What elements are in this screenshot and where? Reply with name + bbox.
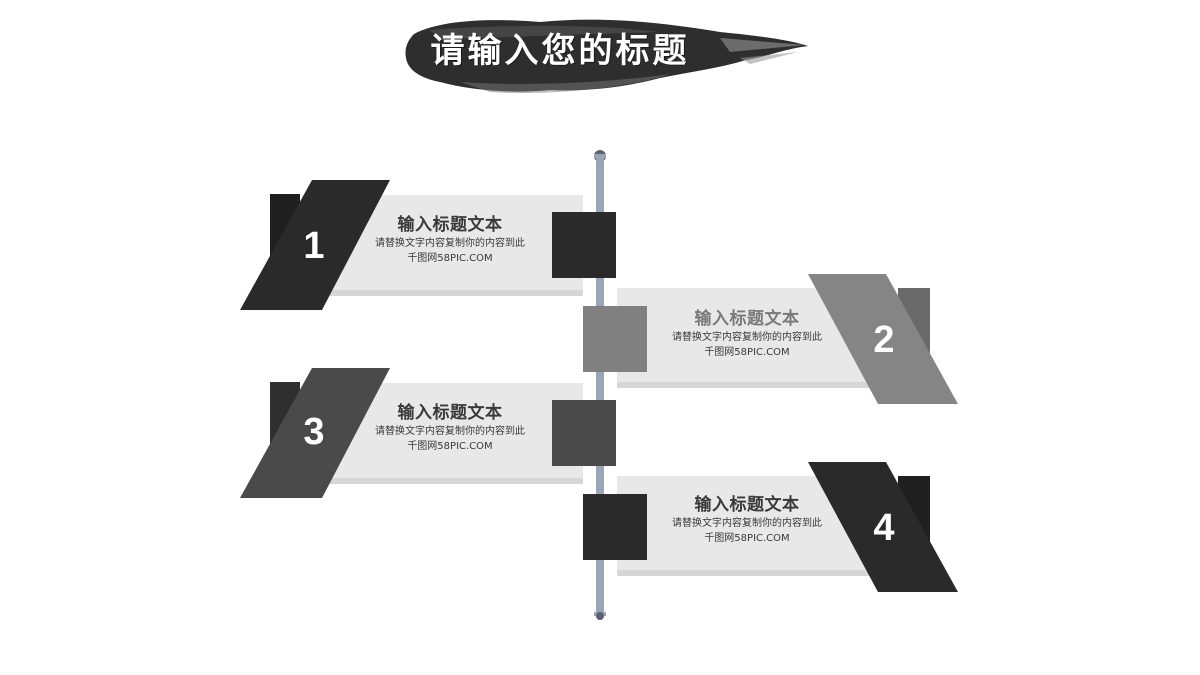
card-heading: 输入标题文本 — [397, 215, 503, 235]
card-panel-shadow — [617, 570, 875, 576]
card-body-line1: 请替换文字内容复制你的内容到此 — [672, 518, 822, 529]
number-ribbon-2 — [808, 274, 958, 404]
slide-title: 请输入您的标题 — [430, 31, 690, 71]
timeline-square — [552, 212, 616, 278]
card-heading: 输入标题文本 — [694, 309, 800, 329]
timeline-square — [552, 400, 616, 466]
card-body-line2: 千图网58PIC.COM — [407, 253, 493, 264]
card-text: 输入标题文本 请替换文字内容复制你的内容到此 千图网58PIC.COM — [647, 308, 847, 360]
card-number: 4 — [873, 507, 895, 549]
card-body-line2: 千图网58PIC.COM — [407, 441, 493, 452]
timeline-square — [583, 306, 647, 372]
card-panel-shadow — [617, 382, 875, 388]
card-body-line2: 千图网58PIC.COM — [704, 533, 790, 544]
card-panel-shadow — [323, 478, 583, 484]
card-body-line1: 请替换文字内容复制你的内容到此 — [375, 238, 525, 249]
number-ribbon-3 — [240, 368, 390, 498]
number-ribbon-1 — [240, 180, 390, 310]
card-panel-shadow — [323, 290, 583, 296]
card-heading: 输入标题文本 — [397, 403, 503, 423]
number-ribbon-4 — [808, 462, 958, 592]
timeline-axis — [594, 150, 606, 620]
card-number: 2 — [873, 319, 895, 361]
card-text: 输入标题文本 请替换文字内容复制你的内容到此 千图网58PIC.COM — [350, 214, 550, 266]
card-number: 1 — [303, 225, 325, 267]
card-body-line1: 请替换文字内容复制你的内容到此 — [375, 426, 525, 437]
card-number: 3 — [303, 411, 325, 453]
card-heading: 输入标题文本 — [694, 495, 800, 515]
card-text: 输入标题文本 请替换文字内容复制你的内容到此 千图网58PIC.COM — [647, 494, 847, 546]
timeline-square — [583, 494, 647, 560]
ink-brush-stroke — [405, 19, 808, 94]
card-body-line2: 千图网58PIC.COM — [704, 347, 790, 358]
card-body-line1: 请替换文字内容复制你的内容到此 — [672, 332, 822, 343]
card-text: 输入标题文本 请替换文字内容复制你的内容到此 千图网58PIC.COM — [350, 402, 550, 454]
